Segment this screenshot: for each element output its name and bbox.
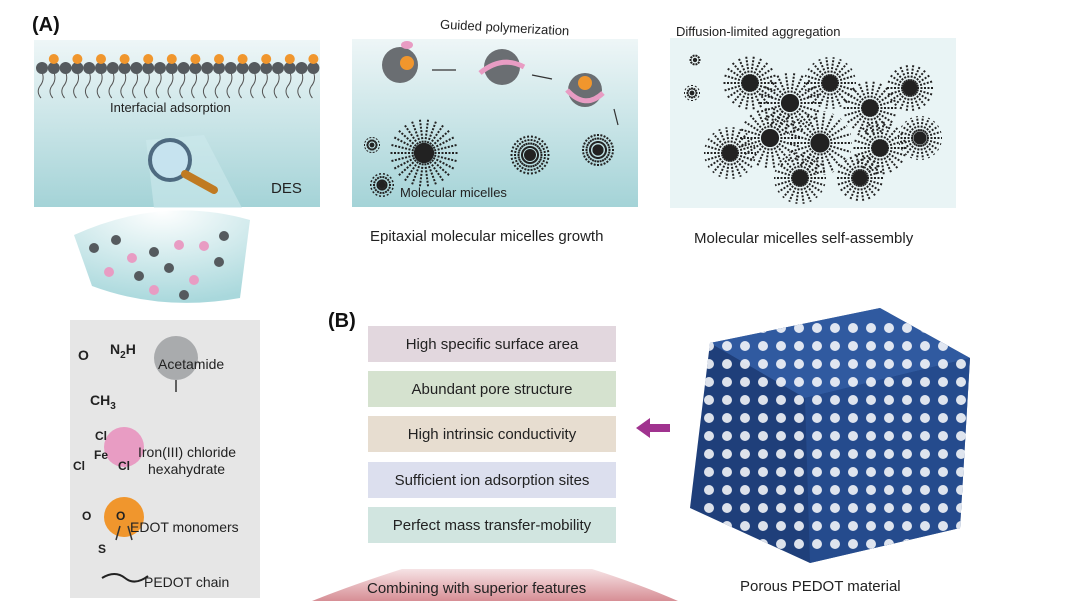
acetamide-o: O bbox=[78, 347, 89, 363]
feature-conductivity: High intrinsic conductivity bbox=[368, 416, 616, 452]
pedot-chain-label: PEDOT chain bbox=[144, 574, 230, 590]
combining-base bbox=[312, 569, 678, 601]
acetamide-icon bbox=[101, 336, 198, 583]
edot-o-left: O bbox=[82, 509, 92, 523]
material-label: Porous PEDOT material bbox=[740, 578, 901, 595]
des-label: DES bbox=[271, 180, 302, 197]
feature-ion-sites: Sufficient ion adsorption sites bbox=[368, 462, 616, 498]
acetamide-ch3: CH3 bbox=[90, 392, 116, 412]
iron-fe: Fe bbox=[94, 448, 109, 462]
interfacial-adsorption-scene bbox=[34, 40, 320, 303]
feature-pore-structure: Abundant pore structure bbox=[368, 371, 616, 407]
surface-molecules bbox=[36, 54, 320, 99]
acetamide-n: N2H bbox=[110, 341, 136, 361]
feature-mass-transfer: Perfect mass transfer-mobility bbox=[368, 507, 616, 543]
interfacial-adsorption-label: Interfacial adsorption bbox=[110, 100, 231, 115]
feature-surface-area: High specific surface area bbox=[368, 326, 616, 362]
panel-a-label: (A) bbox=[32, 14, 60, 36]
diffusion-limited-aggregation-label: Diffusion-limited aggregation bbox=[676, 24, 841, 39]
porous-pedot-cube bbox=[690, 308, 970, 563]
edot-label: EDOT monomers bbox=[130, 519, 239, 535]
edot-o-right: O bbox=[116, 509, 126, 523]
self-assembly-scene bbox=[670, 38, 956, 208]
panel-b-label: (B) bbox=[328, 310, 356, 332]
combining-label: Combining with superior features bbox=[367, 580, 587, 597]
edot-s: S bbox=[98, 542, 107, 556]
iron-label-2: hexahydrate bbox=[148, 461, 226, 477]
caption-growth: Epitaxial molecular micelles growth bbox=[370, 228, 604, 245]
iron-cl-top: Cl bbox=[95, 429, 107, 443]
magnifier-icon bbox=[148, 138, 218, 194]
iron-cl-right: Cl bbox=[118, 459, 130, 473]
caption-assembly: Molecular micelles self-assembly bbox=[694, 230, 914, 247]
arrow-left-icon bbox=[636, 418, 670, 438]
guided-polymerization-scene bbox=[352, 39, 638, 207]
acetamide-label: Acetamide bbox=[158, 356, 225, 372]
iron-label-1: Iron(III) chloride bbox=[138, 444, 237, 460]
molecular-micelles-label: Molecular micelles bbox=[400, 185, 507, 200]
iron-cl-left: Cl bbox=[73, 459, 85, 473]
